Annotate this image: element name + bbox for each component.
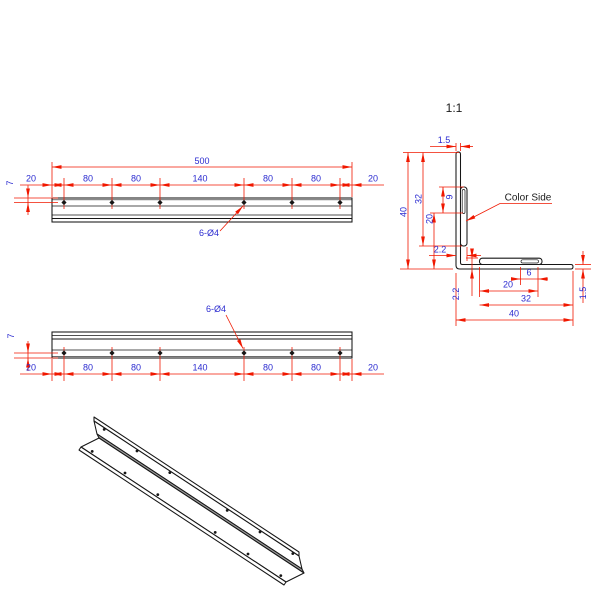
section-horizontal-rib xyxy=(478,257,543,266)
iso-holes xyxy=(90,428,295,577)
section-slot-vertical-label: 9 xyxy=(445,194,455,199)
section-height-to-rib-label: 32 xyxy=(414,194,424,204)
section-width-overall-label: 40 xyxy=(509,309,519,319)
front-hole-callout: 6-Ø4 xyxy=(206,304,226,314)
top-edge-distance-label: 7 xyxy=(5,180,15,185)
color-side-label: Color Side xyxy=(505,193,552,204)
top-total-length-label: 500 xyxy=(194,156,209,166)
top-segment-label-3: 140 xyxy=(192,174,207,184)
top-segment-label-4: 80 xyxy=(263,174,273,184)
section-horizontal-rib-slot xyxy=(520,259,539,264)
iso-front-edge-face xyxy=(78,446,287,586)
section-scale-label: 1:1 xyxy=(446,101,463,115)
front-view: 20 80 80 140 80 80 20 7 6-Ø4 xyxy=(6,304,384,381)
iso-horizontal-flange-face xyxy=(80,437,305,583)
section-labels: 1:1 Color Side 1.5 40 32 20 9 2.2 2.2 6 … xyxy=(399,101,589,319)
front-segment-label-2: 80 xyxy=(131,363,141,373)
front-view-bar-outline xyxy=(51,331,353,359)
section-thickness-right-label: 1.5 xyxy=(578,287,588,300)
section-profile-outline xyxy=(455,151,574,270)
section-width-to-rib-label: 32 xyxy=(521,294,531,304)
iso-vertical-flange-face xyxy=(93,420,303,570)
top-hole-callout: 6-Ø4 xyxy=(199,228,219,238)
top-view: 500 20 80 80 140 80 80 20 7 6-Ø4 xyxy=(5,156,384,238)
top-segment-label-1: 80 xyxy=(83,174,93,184)
section-slot-horizontal-label: 6 xyxy=(526,268,531,278)
front-segment-label-5: 80 xyxy=(311,363,321,373)
top-segment-label-6: 20 xyxy=(368,174,378,184)
front-segment-label-0: 20 xyxy=(26,363,36,373)
section-rib-offset-h-label: 2.2 xyxy=(434,245,447,255)
section-dimension-lines xyxy=(400,143,591,326)
section-thickness-top-label: 1.5 xyxy=(438,135,451,145)
section-rib-offset-v-label: 2.2 xyxy=(451,288,461,301)
top-segment-label-2: 80 xyxy=(131,174,141,184)
top-view-labels: 500 20 80 80 140 80 80 20 7 6-Ø4 xyxy=(5,156,378,238)
section-vertical-rib-slot xyxy=(461,189,466,214)
front-segment-label-3: 140 xyxy=(192,363,207,373)
section-height-overall-label: 40 xyxy=(399,207,409,217)
front-segment-label-6: 20 xyxy=(368,363,378,373)
section-height-slot-label: 20 xyxy=(425,214,435,224)
section-dimension-arrows xyxy=(406,144,585,322)
front-segment-label-4: 80 xyxy=(263,363,273,373)
section-vertical-rib xyxy=(459,186,468,247)
top-segment-label-0: 20 xyxy=(26,174,36,184)
top-segment-label-5: 80 xyxy=(311,174,321,184)
section-view-part xyxy=(455,151,574,270)
isometric-view xyxy=(78,416,305,586)
front-edge-distance-label: 7 xyxy=(6,333,16,338)
top-view-part xyxy=(51,197,353,223)
section-view: 1:1 Color Side 1.5 40 32 20 9 2.2 2.2 6 … xyxy=(399,101,591,326)
section-width-rib-label: 20 xyxy=(503,280,513,290)
front-view-labels: 20 80 80 140 80 80 20 7 6-Ø4 xyxy=(6,304,378,373)
front-segment-label-1: 80 xyxy=(83,363,93,373)
front-view-part xyxy=(51,331,353,359)
